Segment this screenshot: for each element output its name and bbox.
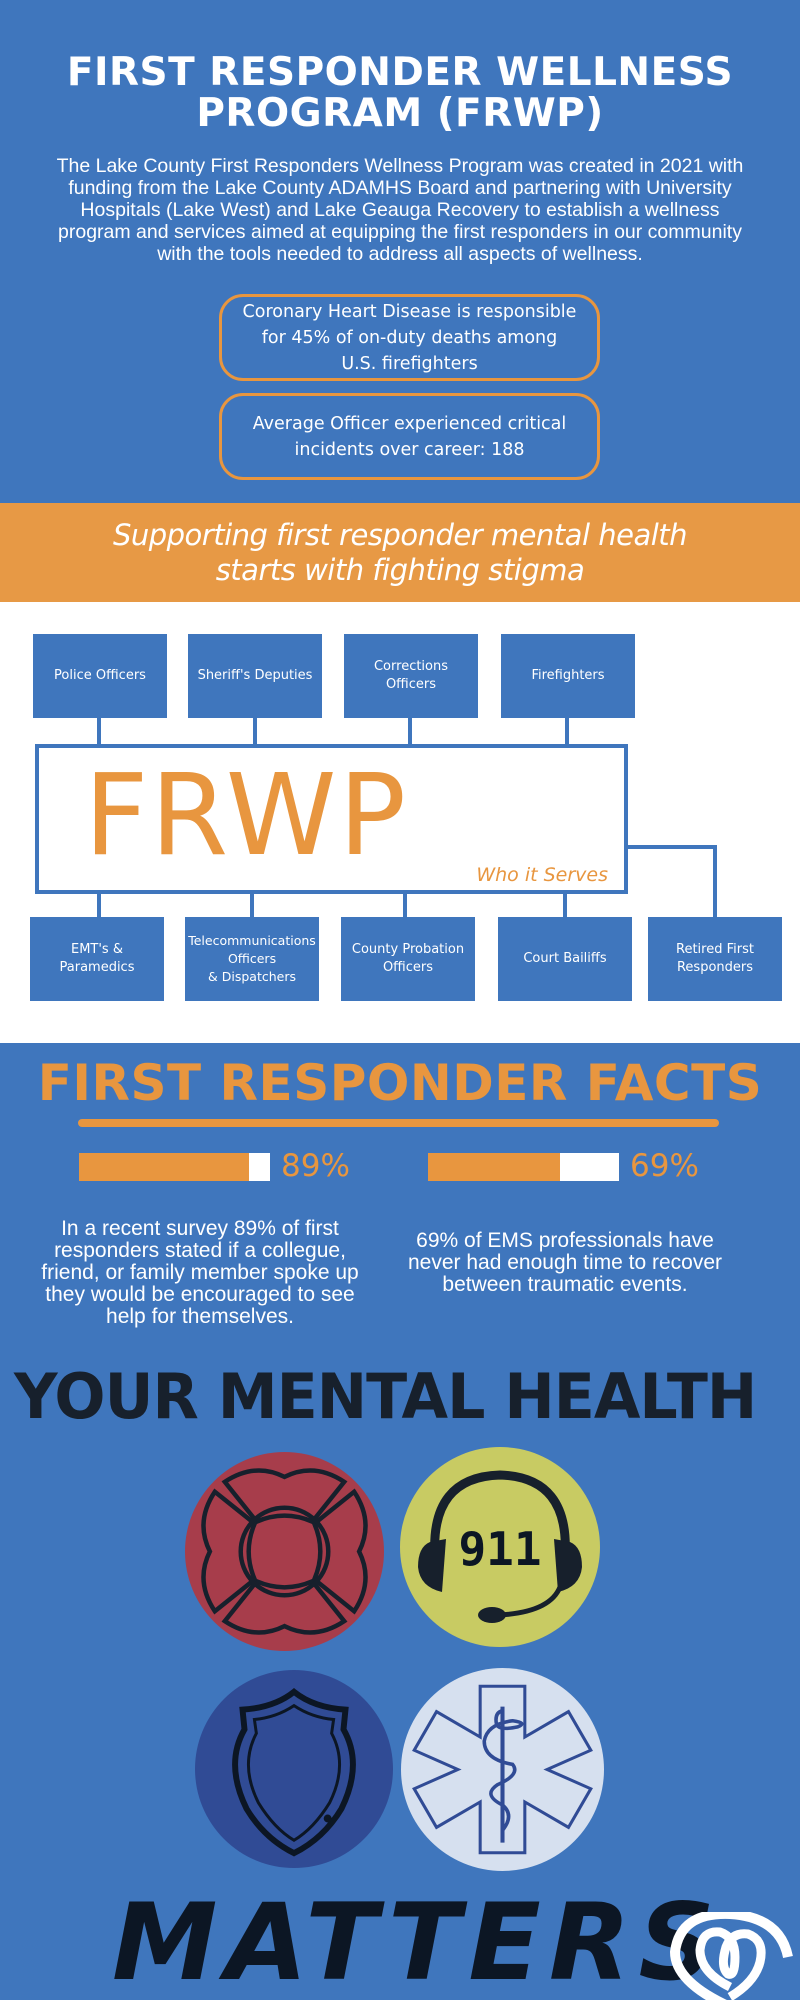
stat-box-heart-disease: Coronary Heart Disease is responsible fo… xyxy=(219,294,600,381)
progress-fill xyxy=(428,1153,560,1181)
connector xyxy=(97,718,101,746)
node-retired-first-responders: Retired First Responders xyxy=(648,917,782,1001)
fact-text-89: In a recent survey 89% of first responde… xyxy=(41,1217,359,1328)
facts-title: FIRST RESPONDER FACTS xyxy=(37,1054,763,1112)
connector xyxy=(628,845,717,849)
connector xyxy=(565,718,569,746)
police-badge xyxy=(195,1670,393,1868)
fact-text-69: 69% of EMS professionals have never had … xyxy=(407,1229,723,1296)
intro-paragraph: The Lake County First Responders Wellnes… xyxy=(56,155,744,265)
banner-line-2: starts with fighting stigma xyxy=(215,553,585,587)
stat-box-critical-incidents: Average Officer experienced critical inc… xyxy=(219,393,600,480)
stigma-banner: Supporting first responder mental health… xyxy=(0,503,800,602)
connector xyxy=(408,718,412,746)
node-county-probation-officers: County Probation Officers xyxy=(341,917,475,1001)
node-police-officers: Police Officers xyxy=(33,634,167,718)
node-firefighters: Firefighters xyxy=(501,634,635,718)
matters-headline: MATTERS xyxy=(112,1881,723,2000)
node-emts-paramedics: EMT's & Paramedics xyxy=(30,917,164,1001)
node-telecommunications-dispatchers: Telecommunications Officers & Dispatcher… xyxy=(185,917,319,1001)
connector xyxy=(713,845,717,918)
connector xyxy=(563,894,567,918)
fire-maltese-cross-icon xyxy=(201,1468,368,1635)
percent-label-89: 89% xyxy=(281,1148,350,1184)
svg-text:911: 911 xyxy=(458,1522,541,1576)
progress-bar-89 xyxy=(79,1153,270,1181)
firefighter-badge xyxy=(185,1452,384,1651)
banner-line-1: Supporting first responder mental health xyxy=(112,518,688,552)
progress-bar-69 xyxy=(428,1153,619,1181)
star-of-life-icon xyxy=(412,1684,593,1855)
connector xyxy=(403,894,407,918)
facts-divider xyxy=(78,1119,719,1127)
police-shield-icon xyxy=(232,1687,356,1857)
node-corrections-officers: Corrections Officers xyxy=(344,634,478,718)
ems-badge xyxy=(401,1668,604,1871)
who-it-serves-diagram: Police Officers Sheriff's Deputies Corre… xyxy=(0,602,800,1043)
stat-text: Average Officer experienced critical inc… xyxy=(252,413,567,460)
progress-fill xyxy=(79,1153,249,1181)
your-mental-health-headline: YOUR MENTAL HEALTH xyxy=(14,1360,757,1433)
911-headset-icon: 911 xyxy=(418,1470,582,1623)
header-section: FIRST RESPONDER WELLNESS PROGRAM (FRWP) … xyxy=(0,0,800,503)
heart-loop-logo-icon xyxy=(670,1912,793,2000)
frwp-center-box: FRWP Who it Serves xyxy=(35,744,628,894)
page-title: FIRST RESPONDER WELLNESS PROGRAM (FRWP) xyxy=(0,52,800,134)
connector xyxy=(97,894,101,918)
node-court-bailiffs: Court Bailiffs xyxy=(498,917,632,1001)
dispatcher-badge: 911 xyxy=(400,1447,600,1647)
stat-text: Coronary Heart Disease is responsible fo… xyxy=(242,301,577,374)
who-it-serves-label: Who it Serves xyxy=(476,864,608,886)
title-line-2: PROGRAM (FRWP) xyxy=(196,91,604,136)
node-sheriffs-deputies: Sheriff's Deputies xyxy=(188,634,322,718)
title-line-1: FIRST RESPONDER WELLNESS xyxy=(66,50,734,95)
connector xyxy=(253,718,257,746)
frwp-label: FRWP xyxy=(84,751,408,881)
percent-label-69: 69% xyxy=(630,1148,699,1184)
connector xyxy=(250,894,254,918)
